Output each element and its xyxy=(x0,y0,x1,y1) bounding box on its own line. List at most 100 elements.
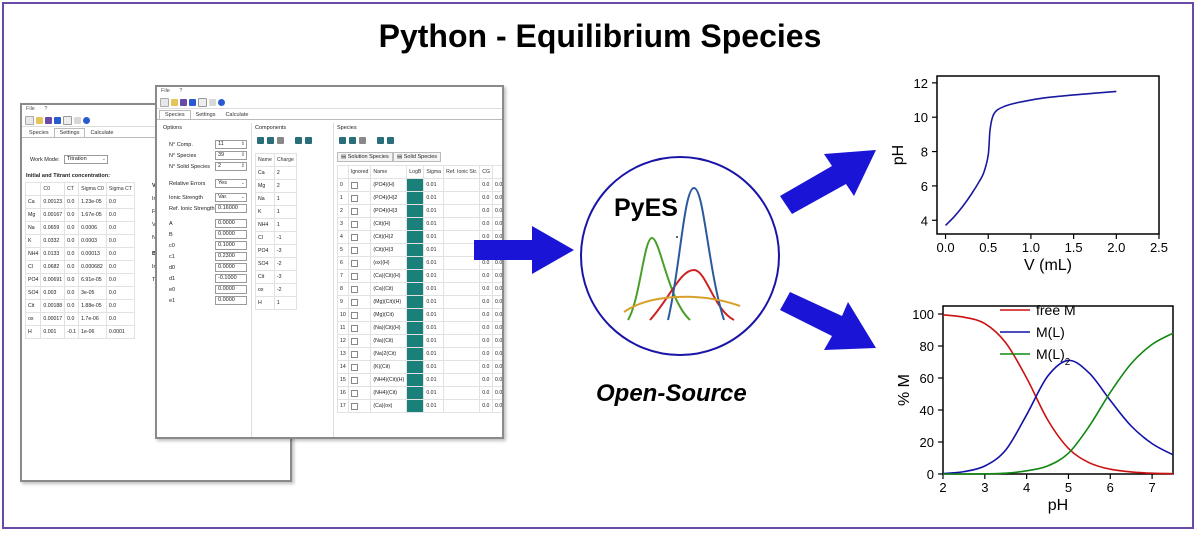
tab-species[interactable]: Species xyxy=(159,110,191,119)
species-name[interactable]: (Cit)(H)3 xyxy=(370,243,408,257)
new-file-icon[interactable] xyxy=(25,115,34,125)
move-down-icon[interactable] xyxy=(305,137,312,144)
column-header[interactable]: Name xyxy=(255,153,275,167)
table-cell[interactable]: NH4 xyxy=(24,247,42,261)
extra-cell[interactable]: 0.0 xyxy=(491,295,502,309)
column-header[interactable] xyxy=(337,165,349,179)
extra-cell[interactable]: 0.0 xyxy=(491,178,502,192)
sigma-cell[interactable]: 0.01 xyxy=(423,321,445,335)
table-cell[interactable]: ox xyxy=(24,312,42,326)
table-cell[interactable]: 0.0 xyxy=(64,312,80,326)
tab-settings[interactable]: Settings xyxy=(195,112,216,118)
open-folder-icon[interactable] xyxy=(171,98,178,106)
sigma-cell[interactable]: 0.01 xyxy=(423,360,445,374)
table-cell[interactable]: 0.0 xyxy=(105,234,135,248)
table-cell[interactable]: 0.0 xyxy=(105,286,135,300)
ref-ionic-cell[interactable] xyxy=(443,399,481,413)
ref-ionic-cell[interactable] xyxy=(443,308,481,322)
column-header[interactable]: Sigma C0 xyxy=(78,182,107,196)
species-name[interactable]: (Cit)(H) xyxy=(370,217,408,231)
solution-species-tab[interactable]: ▤ Solution Species xyxy=(337,152,393,162)
param-input[interactable]: 0.0000 xyxy=(215,285,247,294)
column-header[interactable]: Sigma xyxy=(423,165,445,179)
table-cell[interactable]: 1 xyxy=(273,205,297,219)
ignored-checkbox[interactable] xyxy=(350,233,358,241)
ignored-checkbox[interactable] xyxy=(350,259,358,267)
ionic-select[interactable]: Var.⌄ xyxy=(215,193,247,202)
solid-spinbox[interactable]: 2⇕ xyxy=(215,162,247,171)
ref-ionic-cell[interactable] xyxy=(443,386,481,400)
cg-cell[interactable]: 0.0 xyxy=(479,204,493,218)
species-name[interactable]: (ox)(H) xyxy=(370,256,408,270)
table-cell[interactable]: 0.0682 xyxy=(40,260,66,274)
move-down-icon[interactable] xyxy=(387,137,394,144)
ref-ionic-cell[interactable] xyxy=(443,282,481,296)
table-cell[interactable]: -2 xyxy=(273,257,297,271)
species-name[interactable]: (PO4)(H) xyxy=(370,178,408,192)
sigma-cell[interactable]: 0.01 xyxy=(423,230,445,244)
ignored-checkbox[interactable] xyxy=(350,350,358,358)
run-icon[interactable] xyxy=(189,98,196,106)
table-cell[interactable]: -1 xyxy=(273,231,297,245)
species-name[interactable]: (NH4)(Cit)(H) xyxy=(370,373,408,387)
table-cell[interactable]: 0.0 xyxy=(105,221,135,235)
param-input[interactable]: 0.2300 xyxy=(215,252,247,261)
logb-cell[interactable] xyxy=(406,178,425,192)
species-name[interactable]: (K)(Cit) xyxy=(370,360,408,374)
table-cell[interactable]: -3 xyxy=(273,270,297,284)
ignored-checkbox[interactable] xyxy=(350,207,358,215)
table-cell[interactable]: 0.0003 xyxy=(78,234,107,248)
cg-cell[interactable]: 0.0 xyxy=(479,347,493,361)
sigma-cell[interactable]: 0.01 xyxy=(423,334,445,348)
table-cell[interactable]: 1.23e-05 xyxy=(78,195,107,209)
table-cell[interactable]: 0.0 xyxy=(64,221,80,235)
logb-cell[interactable] xyxy=(406,373,425,387)
table-cell[interactable]: 0.0 xyxy=(105,299,135,313)
ignored-checkbox[interactable] xyxy=(350,402,358,410)
logb-cell[interactable] xyxy=(406,191,425,205)
table-cell[interactable]: 0.0 xyxy=(105,247,135,261)
logb-cell[interactable] xyxy=(406,256,425,270)
ref-ionic-cell[interactable] xyxy=(443,373,481,387)
ignored-checkbox[interactable] xyxy=(350,194,358,202)
table-cell[interactable]: K xyxy=(255,205,275,219)
extra-cell[interactable]: 0.0 xyxy=(491,386,502,400)
move-up-icon[interactable] xyxy=(295,137,302,144)
ignored-checkbox[interactable] xyxy=(350,337,358,345)
ref-ionic-cell[interactable] xyxy=(443,191,481,205)
table-cell[interactable]: SO4 xyxy=(255,257,275,271)
ignored-checkbox[interactable] xyxy=(350,376,358,384)
ref-ionic-cell[interactable] xyxy=(443,360,481,374)
ignored-checkbox[interactable] xyxy=(350,246,358,254)
table-cell[interactable]: 0.00013 xyxy=(78,247,107,261)
table-cell[interactable]: 2 xyxy=(273,166,297,180)
ignored-checkbox[interactable] xyxy=(350,363,358,371)
table-cell[interactable]: 0.0 xyxy=(105,260,135,274)
column-header[interactable]: Sigma CT xyxy=(105,182,135,196)
param-input[interactable]: 0.0000 xyxy=(215,296,247,305)
table-cell[interactable]: Na xyxy=(24,221,42,235)
logb-cell[interactable] xyxy=(406,295,425,309)
tab-calculate[interactable]: Calculate xyxy=(90,130,114,136)
logb-cell[interactable] xyxy=(406,321,425,335)
ref-ionic-cell[interactable] xyxy=(443,334,481,348)
species-name[interactable]: (Na)(Cit) xyxy=(370,334,408,348)
menu-file[interactable]: File xyxy=(161,88,170,94)
table-cell[interactable]: Cl xyxy=(24,260,42,274)
sigma-cell[interactable]: 0.01 xyxy=(423,243,445,257)
table-cell[interactable]: 3e-05 xyxy=(78,286,107,300)
ignored-checkbox[interactable] xyxy=(350,285,358,293)
save-icon[interactable] xyxy=(45,116,52,124)
solid-species-tab[interactable]: ▤ Solid Species xyxy=(393,152,442,162)
logb-cell[interactable] xyxy=(406,308,425,322)
extra-cell[interactable]: 0.0 xyxy=(491,399,502,413)
menu-help[interactable]: ? xyxy=(179,88,183,94)
table-cell[interactable]: ox xyxy=(255,283,275,297)
chart-icon[interactable] xyxy=(209,98,216,106)
ref-ionic-cell[interactable] xyxy=(443,295,481,309)
extra-cell[interactable]: 0.0 xyxy=(491,191,502,205)
logb-cell[interactable] xyxy=(406,243,425,257)
species-name[interactable]: (Cit)(H)2 xyxy=(370,230,408,244)
insert-row-icon[interactable] xyxy=(267,137,274,144)
column-header[interactable]: Ignored xyxy=(347,165,372,179)
